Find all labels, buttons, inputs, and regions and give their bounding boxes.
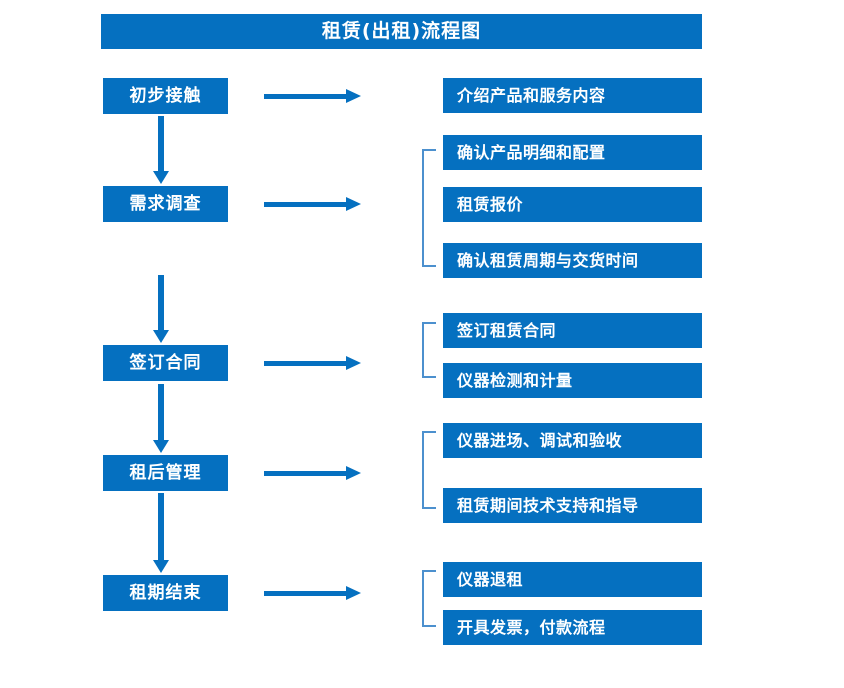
arrow-head-icon [346,197,361,211]
bracket-stub-bottom [422,265,436,267]
horizontal-arrow-stage-4 [264,465,361,481]
bracket-stub-top [422,570,436,572]
arrow-shaft [158,275,164,330]
arrow-head-icon [346,586,361,600]
diagram-title-bar: 租赁(出租)流程图 [101,14,702,49]
page-title: 租赁(出租)流程图 [321,20,482,42]
bracket-spine [422,570,424,627]
detail-label: 仪器退租 [457,569,524,589]
detail-label: 介绍产品和服务内容 [457,85,606,105]
detail-label: 签订租赁合同 [457,320,557,340]
detail-node-5[interactable]: 签订租赁合同 [443,313,702,348]
vertical-arrow-4-to-5 [153,493,169,573]
detail-label: 仪器进场、调试和验收 [457,430,623,450]
horizontal-arrow-stage-3 [264,355,361,371]
bracket-stub-bottom [422,507,436,509]
group-bracket-5 [422,570,436,627]
stage-label: 签订合同 [129,352,202,373]
arrow-shaft [264,361,348,366]
stage-node-3[interactable]: 签订合同 [103,345,228,381]
horizontal-arrow-stage-1 [264,88,361,104]
detail-label: 仪器检测和计量 [457,370,573,390]
group-bracket-2 [422,149,436,267]
stage-node-5[interactable]: 租期结束 [103,575,228,611]
detail-label: 租赁期间技术支持和指导 [457,495,639,515]
arrow-head-icon [153,440,169,453]
arrow-shaft [158,116,164,171]
arrow-head-icon [346,356,361,370]
detail-label: 开具发票，付款流程 [457,617,606,637]
stage-label: 租期结束 [129,582,202,603]
detail-label: 确认租赁周期与交货时间 [457,250,639,270]
arrow-head-icon [346,89,361,103]
bracket-stub-top [422,322,436,324]
detail-node-7[interactable]: 仪器进场、调试和验收 [443,423,702,458]
vertical-arrow-2-to-3 [153,275,169,343]
arrow-shaft [264,202,348,207]
detail-node-3[interactable]: 租赁报价 [443,187,702,222]
stage-node-1[interactable]: 初步接触 [103,78,228,114]
detail-node-1[interactable]: 介绍产品和服务内容 [443,78,702,113]
bracket-stub-bottom [422,376,436,378]
bracket-spine [422,431,424,509]
detail-label: 确认产品明细和配置 [457,142,606,162]
arrow-shaft [264,591,348,596]
detail-node-8[interactable]: 租赁期间技术支持和指导 [443,488,702,523]
stage-label: 初步接触 [129,85,202,106]
detail-node-2[interactable]: 确认产品明细和配置 [443,135,702,170]
stage-label: 需求调查 [129,193,202,214]
bracket-stub-top [422,149,436,151]
bracket-spine [422,149,424,267]
vertical-arrow-3-to-4 [153,384,169,453]
arrow-shaft [158,493,164,560]
arrow-head-icon [153,171,169,184]
detail-node-10[interactable]: 开具发票，付款流程 [443,610,702,645]
horizontal-arrow-stage-2 [264,196,361,212]
group-bracket-3 [422,322,436,378]
vertical-arrow-1-to-2 [153,116,169,184]
detail-node-9[interactable]: 仪器退租 [443,562,702,597]
arrow-shaft [158,384,164,440]
stage-label: 租后管理 [129,462,202,483]
detail-node-6[interactable]: 仪器检测和计量 [443,363,702,398]
stage-node-4[interactable]: 租后管理 [103,455,228,491]
arrow-head-icon [153,560,169,573]
arrow-head-icon [153,330,169,343]
detail-node-4[interactable]: 确认租赁周期与交货时间 [443,243,702,278]
bracket-stub-top [422,431,436,433]
arrow-shaft [264,94,348,99]
detail-label: 租赁报价 [457,194,524,214]
horizontal-arrow-stage-5 [264,585,361,601]
stage-node-2[interactable]: 需求调查 [103,186,228,222]
arrow-shaft [264,471,348,476]
bracket-stub-bottom [422,625,436,627]
group-bracket-4 [422,431,436,509]
bracket-spine [422,322,424,378]
arrow-head-icon [346,466,361,480]
